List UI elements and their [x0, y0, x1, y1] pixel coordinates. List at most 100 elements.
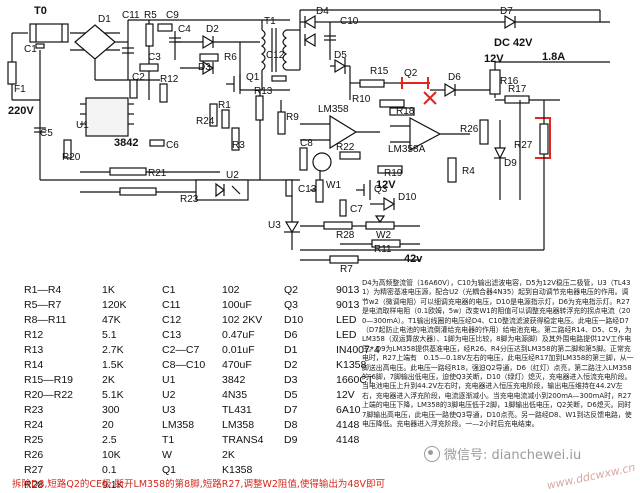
- f1-fuse: [7, 61, 17, 85]
- r20-resistor: [63, 139, 72, 159]
- component-labels: T0 D1 C11 R5 C9 T1 D4 C10 D7 DC 42V 1.8A…: [8, 5, 565, 275]
- bom-row: R13 2.7K: [24, 343, 166, 358]
- bom-row: Q1 K1358: [162, 463, 286, 478]
- circuit-description: D4为高频整流管（16A60V），C10为输出滤波电容，D5为12V稳压二极管，…: [362, 279, 634, 429]
- r18-resistor: [389, 107, 415, 116]
- bom-ref: D5: [284, 389, 298, 401]
- r15-resistor: [359, 79, 385, 88]
- bom-ref: R20—R22: [24, 389, 74, 401]
- label-d6: D6: [448, 72, 461, 83]
- r6-resistor: [199, 53, 219, 62]
- c3-capacitor: [139, 63, 159, 72]
- r17-resistor: [504, 95, 530, 104]
- label-u3: U3: [268, 220, 281, 231]
- label-d9: D9: [504, 158, 517, 169]
- bom-value: 1K: [102, 284, 115, 296]
- bom-ref: C12: [162, 314, 182, 326]
- label-r24: R24: [196, 116, 215, 127]
- label-d5: D5: [334, 50, 347, 61]
- r12-resistor: [159, 83, 168, 103]
- label-r5: R5: [144, 10, 157, 21]
- label-220v: 220V: [8, 105, 34, 117]
- bom-ref: R1—R4: [24, 284, 62, 296]
- label-r13: R13: [254, 86, 273, 97]
- label-12v-top: 12V: [484, 53, 504, 65]
- d1-bridge-rectifier: [74, 24, 116, 60]
- label-c7: C7: [350, 204, 363, 215]
- label-r3: R3: [232, 140, 245, 151]
- u2-section: [195, 179, 249, 201]
- wechat-label: 微信号: dianchewei.iu: [444, 448, 582, 463]
- indicator-section: [330, 58, 560, 116]
- label-r22: R22: [336, 142, 355, 153]
- bom-ref: U2: [162, 389, 176, 401]
- w1-potentiometer: [315, 179, 324, 203]
- label-c11: C11: [122, 10, 140, 21]
- d2-diode: [202, 34, 215, 50]
- label-q2: Q2: [404, 68, 418, 79]
- bom-ref: D1: [284, 344, 298, 356]
- bom-value: 5.1: [102, 329, 117, 341]
- label-r12: R12: [160, 74, 179, 85]
- bom-ref: U1: [162, 374, 176, 386]
- lm358-upper: [329, 114, 358, 150]
- label-d10: D10: [398, 192, 417, 203]
- bom-value: K1358: [222, 464, 253, 476]
- r4-resistor: [447, 157, 457, 183]
- label-c4: C4: [178, 24, 191, 35]
- bom-ref: R27: [24, 464, 44, 476]
- label-r19: R19: [384, 168, 403, 179]
- opamp-section: [299, 114, 470, 174]
- bom-row: R1—R4 1K: [24, 283, 166, 298]
- label-r28: R28: [336, 230, 355, 241]
- primary-supply: [115, 19, 290, 103]
- label-lm358: LM358: [318, 104, 349, 115]
- bom-value: 6A10: [336, 404, 361, 416]
- r16-resistor: [489, 69, 501, 95]
- label-r27: R27: [514, 140, 533, 151]
- input-section: [7, 23, 160, 101]
- bom-value: 2K: [222, 449, 235, 461]
- bom-value: 4N35: [222, 389, 248, 401]
- bom-ref: U3: [162, 404, 176, 416]
- bom-value: 2K: [102, 374, 115, 386]
- r28-resistor: [323, 221, 353, 230]
- r26-resistor: [479, 119, 489, 145]
- bom-value: 2.7K: [102, 344, 124, 356]
- bom-value: 9013: [336, 284, 360, 296]
- label-w2: W2: [376, 230, 391, 241]
- label-r21: R21: [148, 168, 167, 179]
- bom-value: 9013: [336, 299, 360, 311]
- bom-ref: R13: [24, 344, 44, 356]
- bom-ref: R15—R19: [24, 374, 74, 386]
- bom-ref: Q2: [284, 284, 299, 296]
- bom-value: 100uF: [222, 299, 252, 311]
- label-c6: C6: [166, 140, 179, 151]
- c9-capacitor: [157, 23, 173, 32]
- r21-resistor: [109, 167, 147, 176]
- c12-capacitor: [271, 75, 287, 82]
- label-c9: C9: [166, 10, 179, 21]
- label-r6: R6: [224, 52, 237, 63]
- label-r23: R23: [180, 194, 199, 205]
- bom-ref: D7: [284, 404, 298, 416]
- bom-row: D7 6A10: [284, 403, 400, 418]
- d5-zener: [334, 58, 347, 74]
- bom-ref: Q1: [162, 464, 177, 476]
- bom-ref: R26: [24, 449, 44, 461]
